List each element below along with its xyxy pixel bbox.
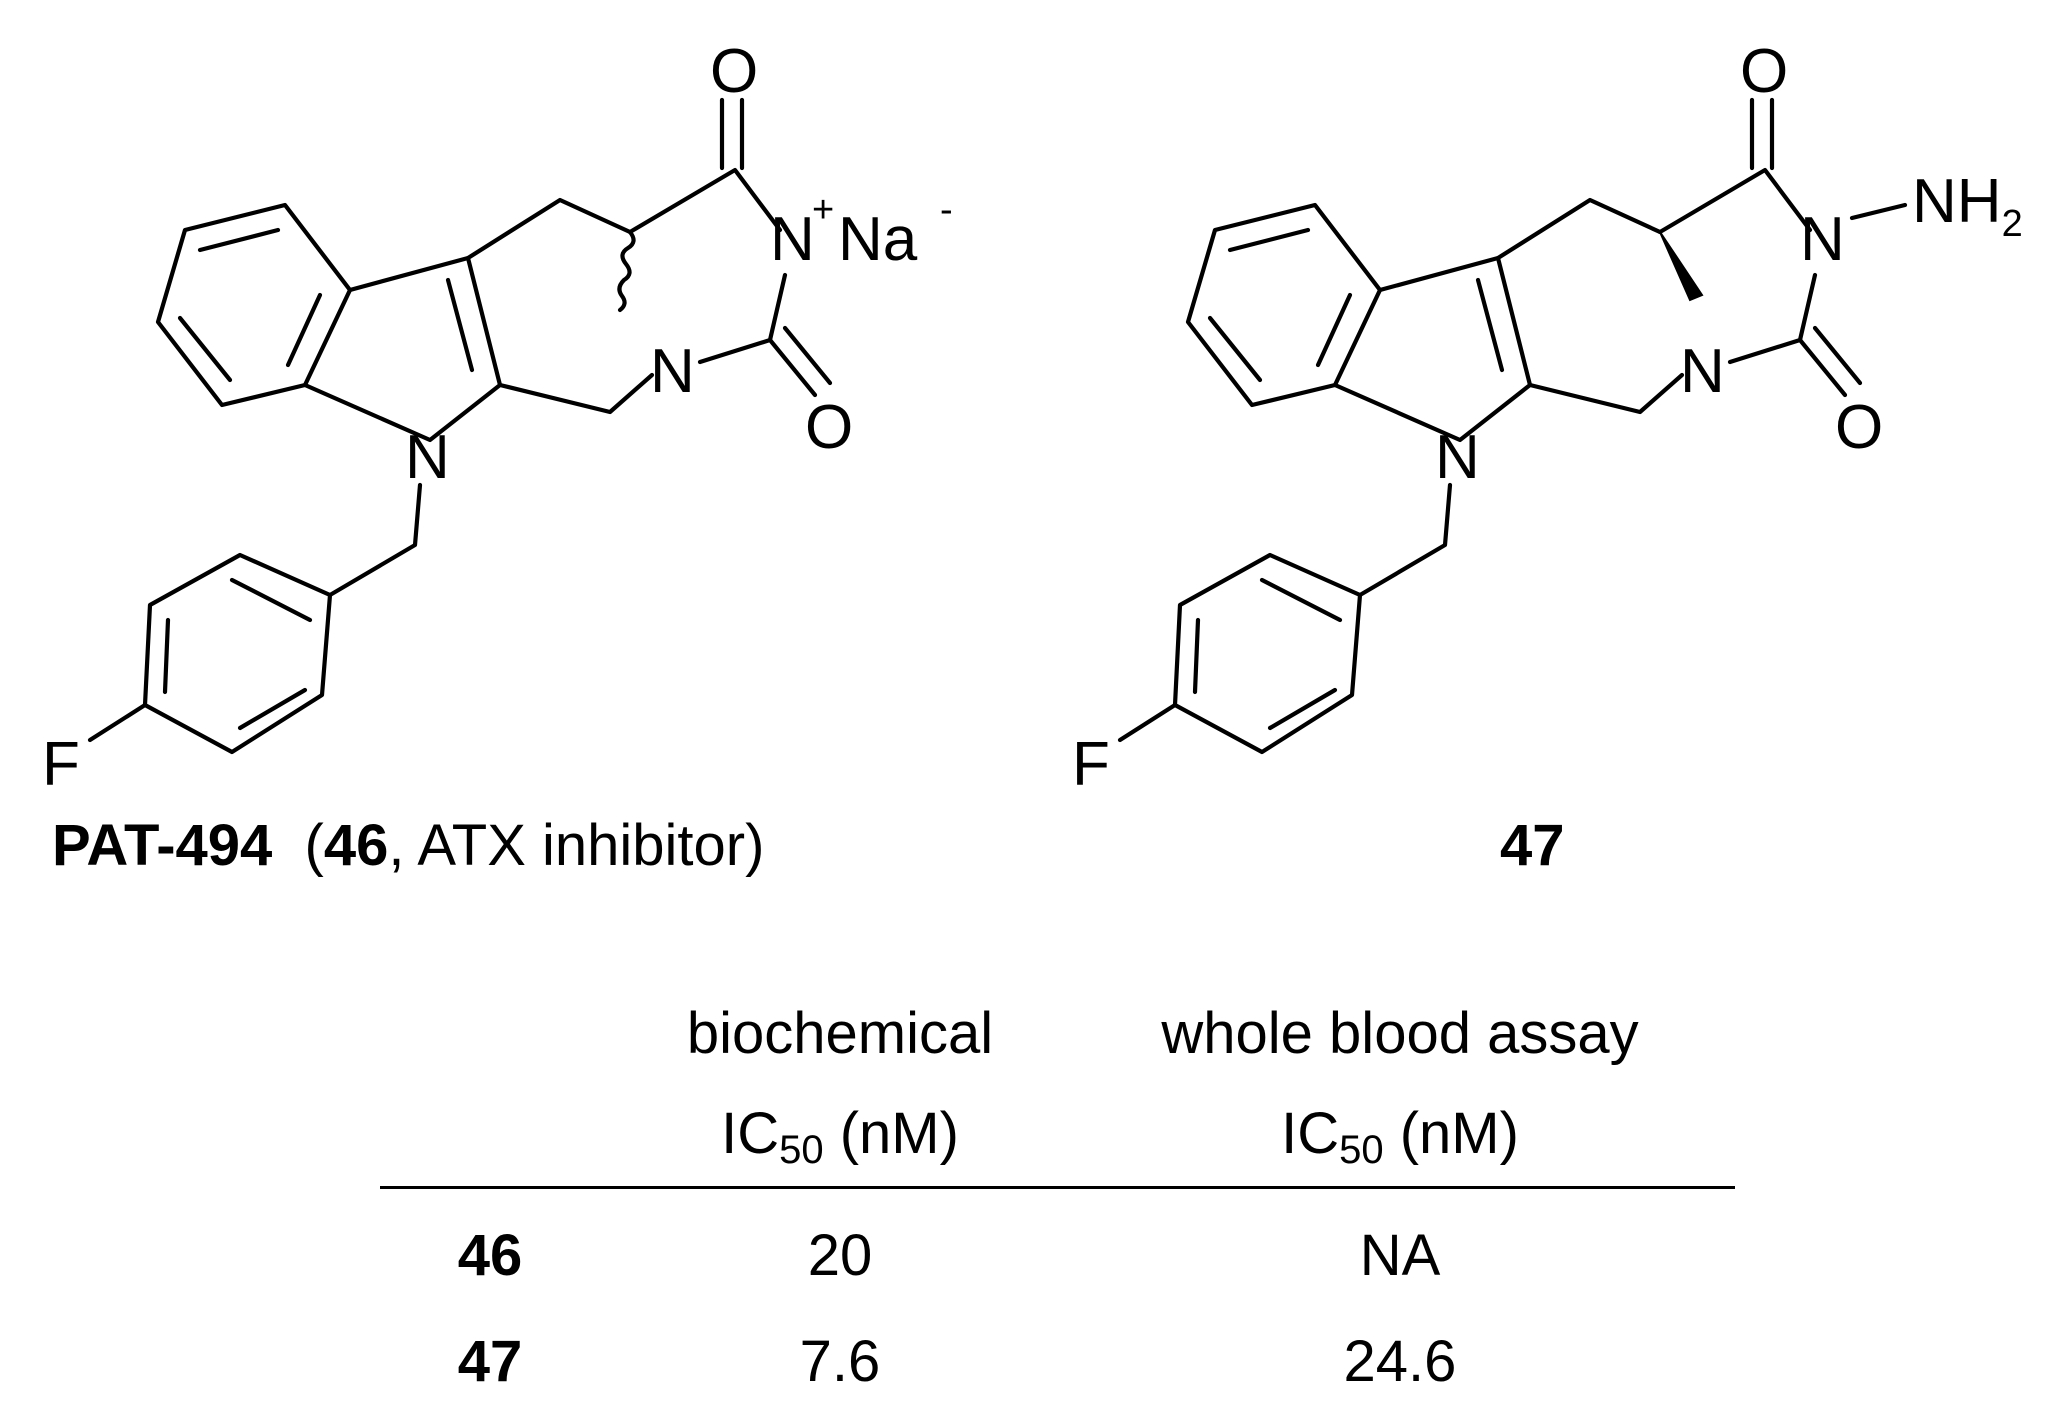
atom-n-ring-46: N [650,337,695,406]
compound-number-46: 46 [323,813,389,878]
row-46-compound: 46 [457,1223,523,1288]
caption-desc-46: , ATX inhibitor) [388,813,765,878]
caption-paren-46: ( [304,813,324,878]
atom-o-bottom-46: O [805,393,853,462]
atom-n-indole-46: N [405,423,450,492]
atom-na-46: Na [838,205,918,274]
caption-46: PAT-494 (46, ATX inhibitor) [52,812,764,879]
charge-minus-46: - [940,189,953,231]
structure-47: N N N NH2 O O F [1072,37,2023,799]
wedge-stereo-bond-47 [1659,231,1704,302]
row-47-biochemical: 7.6 [799,1329,881,1394]
header-biochemical: biochemical [686,1001,994,1066]
atom-nh2-47: NH2 [1912,167,2023,245]
atom-f-46: F [42,730,80,799]
row-47-compound: 47 [457,1329,523,1394]
compound-name-46: PAT-494 [52,813,273,878]
atom-o-top-47: O [1740,37,1788,106]
table-rule [380,1186,1735,1189]
charge-plus-46: + [812,189,834,231]
wavy-stereo-bond-46 [617,229,636,313]
header-biochemical-ic50: IC50 (nM) [721,1101,959,1172]
atom-n-indole-47: N [1435,423,1480,492]
atom-n-imide-47: N [1800,205,1845,274]
atom-f-47: F [1072,730,1110,799]
structure-46: N N N + Na - O O F [42,37,953,799]
row-47-whole-blood: 24.6 [1343,1329,1457,1394]
atom-o-top-46: O [710,37,758,106]
header-whole-blood: whole blood assay [1161,1001,1639,1066]
caption-47: 47 [1500,812,1565,879]
compound-number-47: 47 [1500,813,1565,878]
row-46-whole-blood: NA [1359,1223,1441,1288]
atom-n-ring-47: N [1680,337,1725,406]
row-46-biochemical: 20 [807,1223,873,1288]
header-whole-blood-ic50: IC50 (nM) [1281,1101,1519,1172]
atom-o-bottom-47: O [1835,393,1883,462]
atom-n-imide-46: N [770,205,815,274]
